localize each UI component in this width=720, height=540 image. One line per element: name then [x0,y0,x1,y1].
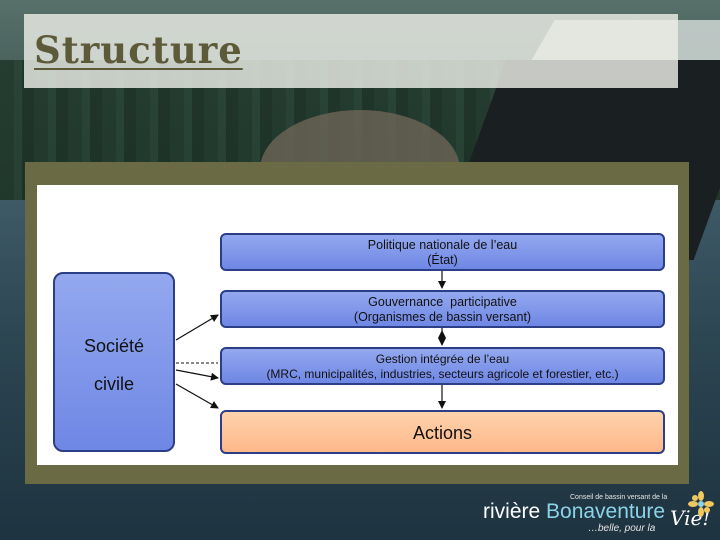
box-societe-line2: civile [93,374,134,394]
box-politique-line1: Politique nationale de l’eau [367,238,518,252]
box-politique-nationale: Politique nationale de l’eau (État) [220,233,665,271]
box-gouvernance-participative: Gouvernance participative (Organismes de… [220,290,665,328]
title-bar [24,14,678,88]
logo-name: rivière Bonaventure [483,500,665,524]
box-gestion-integree: Gestion intégrée de l’eau (MRC, municipa… [220,347,665,385]
flower-icon [688,491,714,517]
box-gestion-line1: Gestion intégrée de l’eau [375,352,510,366]
box-actions: Actions [220,410,665,454]
logo-name-part2: Bonaventure [546,500,666,523]
box-politique-line2: (État) [427,253,458,267]
box-gouvernance-line2: (Organismes de bassin versant) [353,310,532,324]
slide-title: Structure [34,28,243,72]
box-gestion-line2: (MRC, municipalités, industries, secteur… [266,367,619,381]
box-societe-line1: Société [83,336,145,356]
box-gouvernance-line1: Gouvernance participative [368,295,517,309]
logo-tagline: …belle, pour la [588,523,656,534]
box-actions-label: Actions [412,423,473,443]
logo-top-text: Conseil de bassin versant de la [570,494,668,501]
logo-name-part1: rivière [483,500,547,523]
box-societe-civile: Société civile [53,272,175,452]
